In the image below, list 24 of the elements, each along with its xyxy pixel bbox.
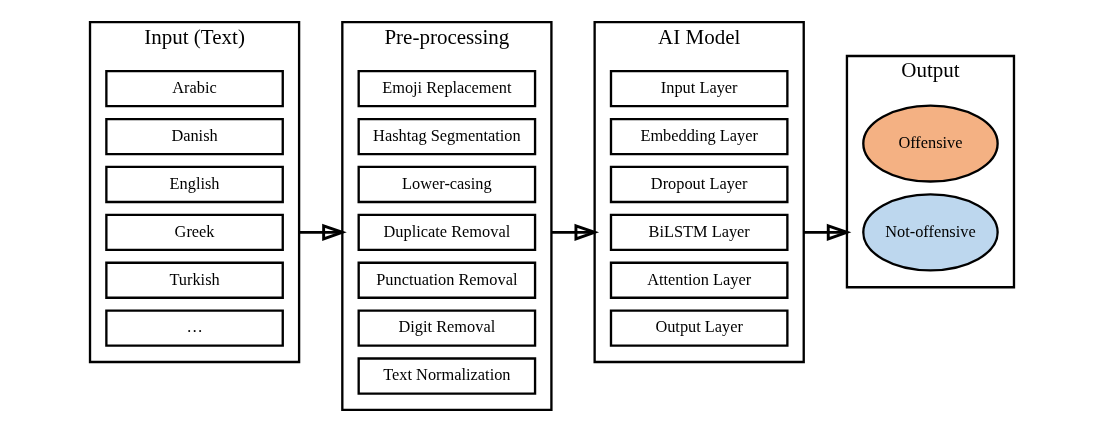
node-box: … [104, 309, 284, 347]
node-ellipse: Offensive [861, 104, 999, 183]
arrow [298, 223, 347, 241]
node-box: Punctuation Removal [357, 261, 536, 299]
arrow [803, 223, 851, 241]
node-box: Input Layer [609, 70, 789, 108]
node-box: BiLSTM Layer [609, 213, 789, 252]
node-box: Emoji Replacement [357, 70, 536, 108]
node-box: Turkish [104, 261, 284, 299]
node-box: Attention Layer [609, 261, 789, 299]
node-box: Duplicate Removal [357, 213, 536, 252]
node-box: Greek [104, 213, 284, 252]
node-box: English [104, 165, 284, 204]
node-box: Embedding Layer [609, 117, 789, 156]
node-box: Text Normalization [357, 357, 536, 395]
arrow [550, 223, 599, 241]
node-box: Lower-casing [357, 165, 536, 204]
node-box: Output Layer [609, 309, 789, 347]
node-box: Digit Removal [357, 309, 536, 347]
node-box: Hashtag Segmentation [357, 117, 536, 156]
node-box: Dropout Layer [609, 165, 789, 204]
node-box: Arabic [104, 70, 284, 108]
node-ellipse: Not-offensive [861, 193, 999, 272]
node-box: Danish [104, 117, 284, 156]
